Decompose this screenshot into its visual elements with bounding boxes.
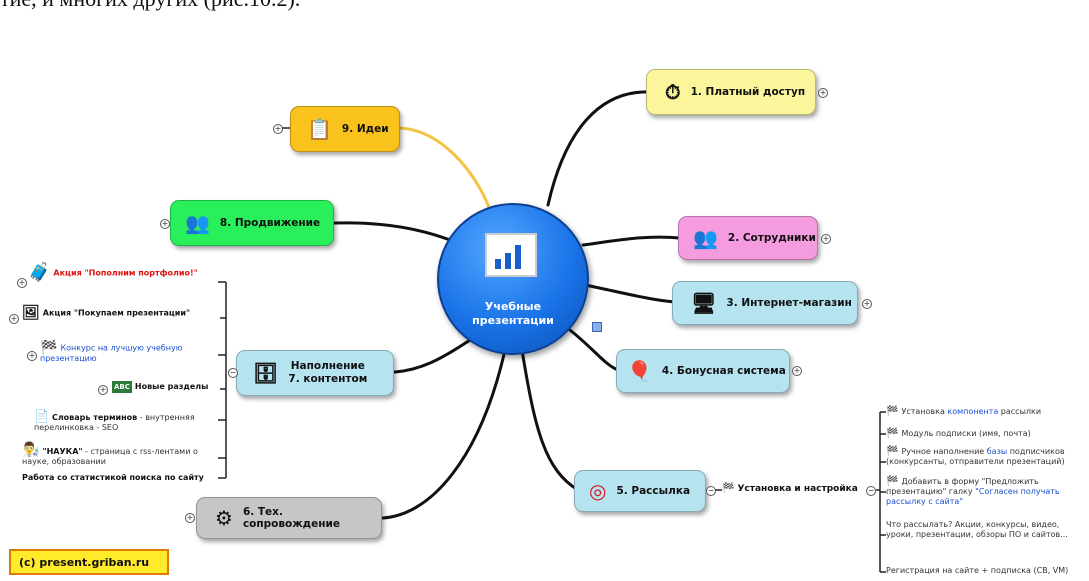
- collapse-icon[interactable]: −: [866, 486, 876, 496]
- expand-icon[interactable]: +: [9, 314, 19, 324]
- mailing-item-3[interactable]: 🏁Ручное наполнение базы подписчиков (кон…: [886, 446, 1065, 467]
- central-topic-title: Учебные презентации: [472, 300, 554, 327]
- branch-node-bonus-system[interactable]: 🎈 4. Бонусная система: [616, 349, 790, 393]
- abc-board-icon: ABC: [112, 381, 132, 393]
- scientists-icon: 👨‍🔬: [22, 442, 40, 458]
- gears-icon: ⚙: [215, 506, 233, 530]
- file-cabinet-icon: 🗄: [253, 361, 279, 385]
- line-b5: [520, 348, 580, 492]
- people-icon: 👥: [693, 226, 718, 250]
- mailing-item-4[interactable]: 🏁Добавить в форму "Предложить презентаци…: [886, 476, 1060, 507]
- expand-icon[interactable]: +: [185, 513, 195, 523]
- expand-icon[interactable]: +: [273, 124, 283, 134]
- expand-icon[interactable]: +: [27, 351, 37, 361]
- expand-icon[interactable]: +: [160, 219, 170, 229]
- content-item-science[interactable]: 👨‍🔬"НАУКА" - страница с rss-лентами о на…: [22, 442, 198, 466]
- line-b6: [381, 348, 507, 520]
- page-caption-text: тие, и многих других (рис.10.2).: [0, 0, 300, 12]
- line-b3: [583, 283, 677, 304]
- store-window-icon: 🖥: [691, 291, 717, 315]
- stopwatch-icon: ⏱: [665, 80, 681, 104]
- checkered-flag-icon: 🏁: [886, 406, 899, 417]
- line-mailing-bracket: [876, 412, 881, 572]
- checkered-flag-icon: 🏁: [40, 340, 58, 356]
- content-item-portfolio[interactable]: 🧳Акция "Пополним портфолио!": [28, 262, 198, 283]
- checkered-flag-icon: 🏁: [886, 476, 899, 487]
- checkered-flag-icon: 🏁: [886, 428, 899, 439]
- branch-node-mailing[interactable]: ◎ 5. Рассылка: [574, 470, 706, 512]
- expand-icon[interactable]: +: [792, 366, 802, 376]
- mailing-item-6[interactable]: Регистрация на сайте + подписка (СВ, VM): [886, 566, 1069, 575]
- checkered-flag-icon: 🏁: [886, 446, 899, 457]
- line-b2: [581, 235, 682, 247]
- content-item-glossary[interactable]: 📄Словарь терминов - внутренняя перелинко…: [34, 409, 195, 432]
- checkered-flag-icon: 🏁: [722, 483, 735, 494]
- checklist-icon: 📋: [307, 117, 332, 141]
- line-b7: [393, 338, 472, 374]
- branch-node-tech-support[interactable]: ⚙ 6. Тех. сопровождение: [196, 497, 382, 539]
- content-label-line1: Наполнение: [290, 360, 365, 372]
- content-item-contest[interactable]: 🏁Конкурс на лучшую учебную презентацию: [40, 340, 183, 363]
- document-icon: 📄: [34, 409, 49, 423]
- collapse-icon[interactable]: −: [706, 486, 716, 496]
- expand-icon[interactable]: +: [818, 88, 828, 98]
- expand-icon[interactable]: +: [862, 299, 872, 309]
- branch-node-staff[interactable]: 👥 2. Сотрудники: [678, 216, 818, 260]
- presentation-board-icon: [485, 233, 537, 277]
- expand-icon[interactable]: +: [98, 385, 108, 395]
- branch-node-ideas[interactable]: 📋 9. Идеи: [290, 106, 400, 152]
- content-item-search-stats[interactable]: Работа со статистикой поиска по сайту: [22, 473, 204, 482]
- mailing-item-5[interactable]: Что рассылать? Акции, конкурсы, видео, у…: [886, 520, 1068, 539]
- mailing-subtopic[interactable]: 🏁Установка и настройка: [722, 483, 858, 495]
- expand-icon[interactable]: +: [17, 278, 27, 288]
- people-group-icon: 👥: [185, 211, 210, 235]
- line-b8: [333, 221, 452, 242]
- branch-node-promotion[interactable]: 👥 8. Продвижение: [170, 200, 334, 246]
- line-b4: [568, 328, 620, 372]
- branch-node-content[interactable]: 🗄 Наполнение 7. контентом: [236, 350, 394, 396]
- balloons-icon: 🎈: [627, 359, 652, 383]
- target-icon: ◎: [589, 479, 607, 503]
- branch-node-online-store[interactable]: 🖥 3. Интернет-магазин: [672, 281, 858, 325]
- picture-icon: 🖼: [22, 305, 40, 321]
- mailing-item-2[interactable]: 🏁Модуль подписки (имя, почта): [886, 428, 1031, 439]
- content-item-buy-presentations[interactable]: 🖼Акция "Покупаем презентации": [22, 305, 191, 321]
- branch-node-paid-access[interactable]: ⏱ 1. Платный доступ: [646, 69, 816, 115]
- content-label-line2: 7. контентом: [288, 373, 368, 385]
- line-b1: [546, 90, 652, 207]
- collapse-icon[interactable]: −: [228, 368, 238, 378]
- mailing-item-1[interactable]: 🏁Установка компонента рассылки: [886, 406, 1042, 417]
- central-topic-node[interactable]: Учебные презентации: [437, 203, 589, 355]
- line-content-bracket: [225, 282, 236, 478]
- note-icon[interactable]: [592, 322, 602, 332]
- expand-icon[interactable]: +: [821, 234, 831, 244]
- treasure-chest-icon: 🧳: [28, 262, 51, 283]
- line-b9: [399, 126, 492, 211]
- copyright-label: (c) present.griban.ru: [9, 549, 169, 575]
